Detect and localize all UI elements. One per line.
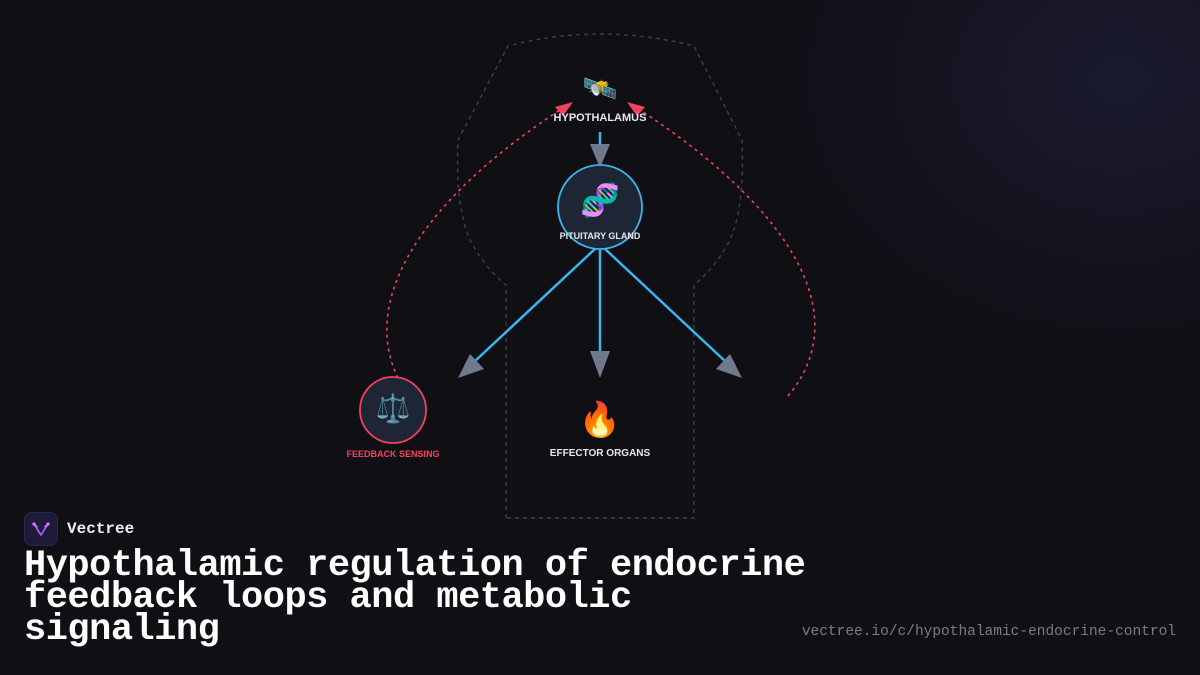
arrowhead-center [590,351,610,378]
arrowhead-left [458,354,484,378]
brand-name: Vectree [67,520,135,538]
vectree-logo-icon [24,512,58,546]
feedback-loop-left [386,105,567,379]
page-title: Hypothalamic regulation of endocrine fee… [24,545,806,651]
hypothalamus-label: HYPOTHALAMUS [553,112,647,124]
feedback-sensing-label: FEEDBACK SENSING [346,449,440,459]
feedback-node-circle [359,376,427,444]
pituitary-node-circle [557,164,643,250]
signal-line-pituitary-right [603,247,727,363]
satellite-icon: 🛰️ [582,72,618,105]
dna-icon: 🧬 [580,181,620,219]
effector-organs-label: EFFECTOR ORGANS [549,448,651,459]
feedback-arrowhead-right [627,102,645,116]
signal-line-pituitary-left [473,247,597,363]
arrowhead-to-pituitary [590,144,610,168]
fire-icon: 🔥 [578,400,622,440]
source-url[interactable]: vectree.io/c/hypothalamic-endocrine-cont… [801,624,1176,640]
body-silhouette-outline [456,33,744,519]
feedback-arrowhead-left [555,102,573,116]
brand[interactable]: Vectree [24,512,134,546]
arrowhead-right [716,354,742,378]
balance-scale-icon: ⚖️ [375,392,411,425]
pituitary-label: PITUITARY GLAND [559,231,641,241]
